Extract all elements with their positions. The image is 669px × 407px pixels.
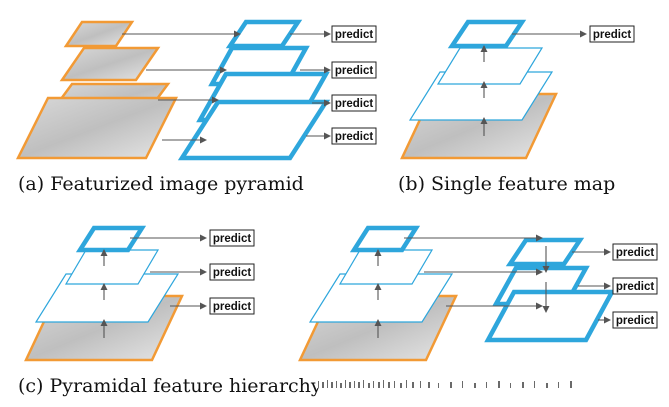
svg-text:predict: predict xyxy=(335,98,374,110)
svg-text:predict: predict xyxy=(335,131,374,143)
svg-text:predict: predict xyxy=(213,233,252,245)
predict-box-c-2: predict xyxy=(209,263,255,281)
svg-text:predict: predict xyxy=(213,267,252,279)
predict-box-c-3: predict xyxy=(209,297,255,315)
top-down-map-3 xyxy=(484,289,616,343)
predict-box-b: predict xyxy=(589,25,635,43)
predict-box-d-1: predict xyxy=(612,243,658,261)
top-down-map-1 xyxy=(505,237,585,267)
svg-text:predict: predict xyxy=(616,247,655,259)
feature-map-c-2 xyxy=(64,249,160,285)
caption-d-cropped xyxy=(316,380,586,388)
caption-a: (a) Featurized image pyramid xyxy=(18,173,304,195)
svg-text:predict: predict xyxy=(616,281,655,293)
bottom-up-map-2 xyxy=(338,249,434,285)
image-level-2 xyxy=(59,46,161,82)
panel-a: predict predict predict predict (a) Feat… xyxy=(15,19,377,195)
feature-map-b-2 xyxy=(436,47,544,85)
feature-map-4 xyxy=(177,99,331,161)
feature-map-c-3 xyxy=(75,225,147,253)
predict-box-c-1: predict xyxy=(209,229,255,247)
panel-b: predict (b) Single feature map xyxy=(398,19,635,195)
image-level-4 xyxy=(15,96,179,160)
predict-box-d-3: predict xyxy=(612,311,658,329)
svg-text:predict: predict xyxy=(335,65,374,77)
predict-box-a-1: predict xyxy=(331,25,377,43)
bottom-up-map-3 xyxy=(349,225,421,253)
predict-box-a-2: predict xyxy=(331,61,377,79)
feature-map-1 xyxy=(225,19,303,49)
svg-text:predict: predict xyxy=(213,301,252,313)
image-level-1 xyxy=(63,20,135,48)
predict-box-a-4: predict xyxy=(331,127,377,145)
caption-b: (b) Single feature map xyxy=(398,173,615,195)
panel-c: predict predict predict (c) Pyramidal fe… xyxy=(18,225,322,397)
predict-box-a-3: predict xyxy=(331,94,377,112)
panel-d: predict predict predict xyxy=(298,225,658,388)
svg-text:predict: predict xyxy=(593,29,632,41)
feature-map-b-3 xyxy=(447,19,527,49)
svg-text:predict: predict xyxy=(616,315,655,327)
svg-text:predict: predict xyxy=(335,29,374,41)
predict-box-d-2: predict xyxy=(612,277,658,295)
caption-c: (c) Pyramidal feature hierarchy xyxy=(18,375,322,397)
